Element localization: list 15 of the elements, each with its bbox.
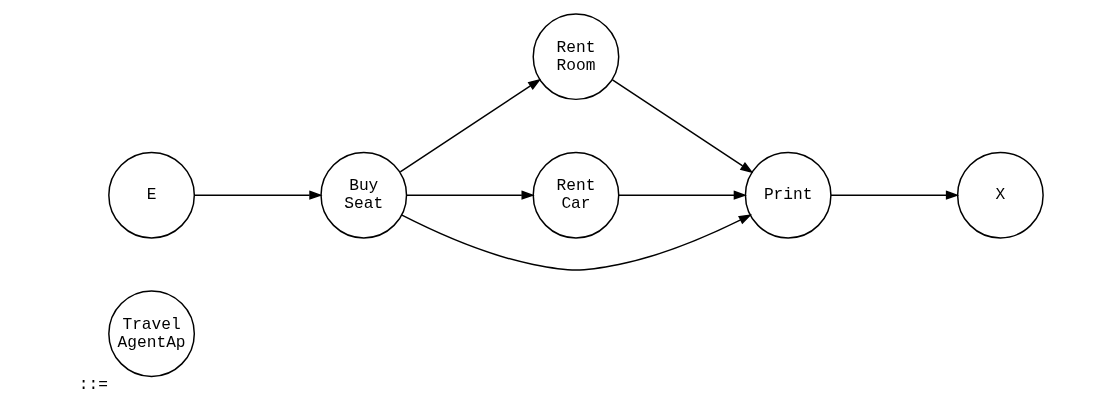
node-circle: E [107,151,195,239]
node-circle: Rent Car [532,151,619,239]
node-circle: X [956,151,1044,239]
node-label: ::= [78,376,108,395]
arrow [400,214,752,271]
arrow [611,79,753,174]
node-circle: Travel AgentAp [107,290,195,378]
arrow [193,190,323,200]
arrow [829,190,959,200]
arrow [405,190,535,200]
node-circle: Buy Seat [319,151,407,239]
node-circle: Rent Room [532,13,619,101]
node-circle: Print [744,151,832,239]
arrow [399,78,541,173]
arrow [617,190,747,200]
